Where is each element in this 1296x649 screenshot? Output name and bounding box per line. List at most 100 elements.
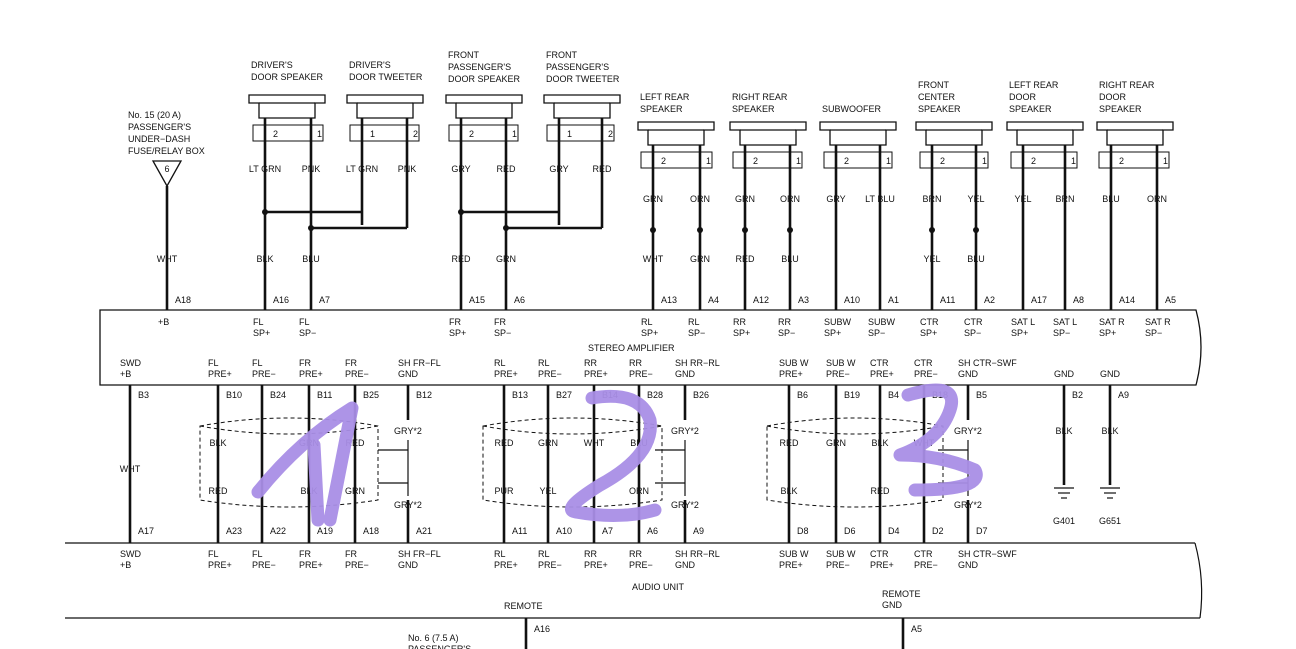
speaker-label-rrd: SPEAKER bbox=[1099, 104, 1142, 114]
wire-color: RED bbox=[870, 486, 890, 496]
wire-color: BRN bbox=[922, 194, 941, 204]
pin-number: 2 bbox=[1031, 156, 1036, 166]
wire-color: RED bbox=[779, 438, 799, 448]
splice-dot bbox=[787, 227, 793, 233]
amp-pre-label: SH FR−FL bbox=[398, 358, 441, 368]
audio-unit-pin-label: PRE+ bbox=[779, 560, 803, 570]
amp-pin-label: SP− bbox=[494, 328, 511, 338]
amp-pre-label: PRE+ bbox=[870, 369, 894, 379]
audio-unit-terminal: A21 bbox=[416, 526, 432, 536]
amp-terminal: B13 bbox=[512, 390, 528, 400]
speaker-label-dr-tweet: DRIVER'S bbox=[349, 60, 391, 70]
wire-color: GRY bbox=[451, 164, 470, 174]
amp-pin-label: FL bbox=[253, 317, 264, 327]
amp-pin-label: SP+ bbox=[920, 328, 937, 338]
splice-dot bbox=[458, 209, 464, 215]
splice-dot bbox=[650, 227, 656, 233]
amp-terminal: B11 bbox=[317, 390, 332, 400]
shield-outline-inner bbox=[766, 425, 944, 435]
speaker-connector bbox=[349, 124, 420, 142]
amp-pin-label: SP− bbox=[964, 328, 981, 338]
amp-pin-label: SUBW bbox=[824, 317, 852, 327]
amp-pin-label: RR bbox=[733, 317, 746, 327]
wire-color: ORN bbox=[1147, 194, 1167, 204]
wire-color: BLU bbox=[302, 254, 320, 264]
amp-terminal: B10 bbox=[226, 390, 242, 400]
audio-unit-box bbox=[65, 542, 1203, 619]
audio-unit-terminal: A19 bbox=[317, 526, 333, 536]
amp-pin-label: +B bbox=[158, 317, 169, 327]
audio-unit-pin-label: +B bbox=[120, 560, 131, 570]
remote-label: REMOTE bbox=[504, 601, 543, 611]
splice-dot bbox=[262, 209, 268, 215]
annotation-2 bbox=[565, 389, 662, 523]
speaker-label-dr-door: DRIVER'S bbox=[251, 60, 293, 70]
amp-pin-label: FR bbox=[449, 317, 461, 327]
wire-color: PUR bbox=[494, 486, 514, 496]
amp-pre-label: PRE+ bbox=[299, 369, 323, 379]
wire-color: PNK bbox=[302, 164, 321, 174]
amp-pin-label: RL bbox=[688, 317, 700, 327]
amp-pre-label: RL bbox=[494, 358, 506, 368]
pin-number: 2 bbox=[273, 129, 278, 139]
speaker-connector bbox=[823, 151, 893, 169]
shield-outline-inner bbox=[482, 425, 663, 435]
speaker-symbol-lrd bbox=[1006, 121, 1084, 146]
speaker-label-fp-door: DOOR SPEAKER bbox=[448, 74, 521, 84]
wire-color: ORN bbox=[629, 486, 649, 496]
amp-pre-label: GND bbox=[958, 369, 979, 379]
amp-pre-label: RR bbox=[584, 358, 597, 368]
audio-unit-pin-label: FR bbox=[299, 549, 311, 559]
speaker-symbol-lr bbox=[637, 121, 715, 146]
shield-outline-2 bbox=[482, 417, 663, 508]
wire-color: ORN bbox=[780, 194, 800, 204]
amp-title: STEREO AMPLIFIER bbox=[588, 343, 675, 353]
wire-color: WHT bbox=[584, 438, 605, 448]
pin-number: 2 bbox=[608, 129, 613, 139]
wire-color: ORN bbox=[690, 194, 710, 204]
amp-terminal: B27 bbox=[556, 390, 572, 400]
audio-unit-pin-label: SWD bbox=[120, 549, 141, 559]
amp-terminal: A18 bbox=[175, 295, 191, 305]
speaker-label-lr: LEFT REAR bbox=[640, 92, 690, 102]
shield-outline-inner bbox=[199, 425, 379, 435]
amp-terminal: A12 bbox=[753, 295, 769, 305]
amp-terminal: B26 bbox=[693, 390, 709, 400]
annotation-3 bbox=[893, 383, 983, 497]
audio-unit-pin-label: GND bbox=[958, 560, 979, 570]
amp-terminal: A11 bbox=[940, 295, 955, 305]
amp-pin-label: SAT R bbox=[1145, 317, 1171, 327]
audio-unit-terminal: A23 bbox=[226, 526, 242, 536]
amp-pin-label: SP+ bbox=[1099, 328, 1116, 338]
speaker-label-fp-tweet: DOOR TWEETER bbox=[546, 74, 620, 84]
amp-terminal: B19 bbox=[844, 390, 860, 400]
speaker-label-lrd: SPEAKER bbox=[1009, 104, 1052, 114]
speaker-label-fc: SPEAKER bbox=[918, 104, 961, 114]
wire-color: RED bbox=[592, 164, 612, 174]
wire-color: YEL bbox=[923, 254, 940, 264]
pin-number: 2 bbox=[661, 156, 666, 166]
amp-terminal: A13 bbox=[661, 295, 677, 305]
amp-pin-label: SAT R bbox=[1099, 317, 1125, 327]
amp-pre-label: FR bbox=[345, 358, 357, 368]
amp-pin-label: FR bbox=[494, 317, 506, 327]
audio-unit-label: AUDIO UNIT bbox=[632, 582, 685, 592]
audio-unit-pin-label: PRE− bbox=[252, 560, 276, 570]
amp-pin-label: SP− bbox=[1145, 328, 1162, 338]
speaker-label-rrd: DOOR bbox=[1099, 92, 1127, 102]
audio-unit-terminal: A11 bbox=[512, 526, 527, 536]
amp-pin-label: CTR bbox=[964, 317, 983, 327]
speaker-connector bbox=[640, 151, 713, 169]
wire-color: BRN bbox=[1055, 194, 1074, 204]
amp-pin-label: SP+ bbox=[733, 328, 750, 338]
wire-color: GRN bbox=[538, 438, 558, 448]
speaker-label-lr: SPEAKER bbox=[640, 104, 683, 114]
speaker-label-fp-door: PASSENGER'S bbox=[448, 62, 511, 72]
amp-pin-label: SP− bbox=[688, 328, 705, 338]
amp-terminal: B6 bbox=[797, 390, 808, 400]
amp-pin-label: SP− bbox=[299, 328, 316, 338]
wire-color: GRN bbox=[690, 254, 710, 264]
wire-color: GRN bbox=[345, 486, 365, 496]
amp-terminal: B2 bbox=[1072, 390, 1083, 400]
speaker-label-rr: SPEAKER bbox=[732, 104, 775, 114]
